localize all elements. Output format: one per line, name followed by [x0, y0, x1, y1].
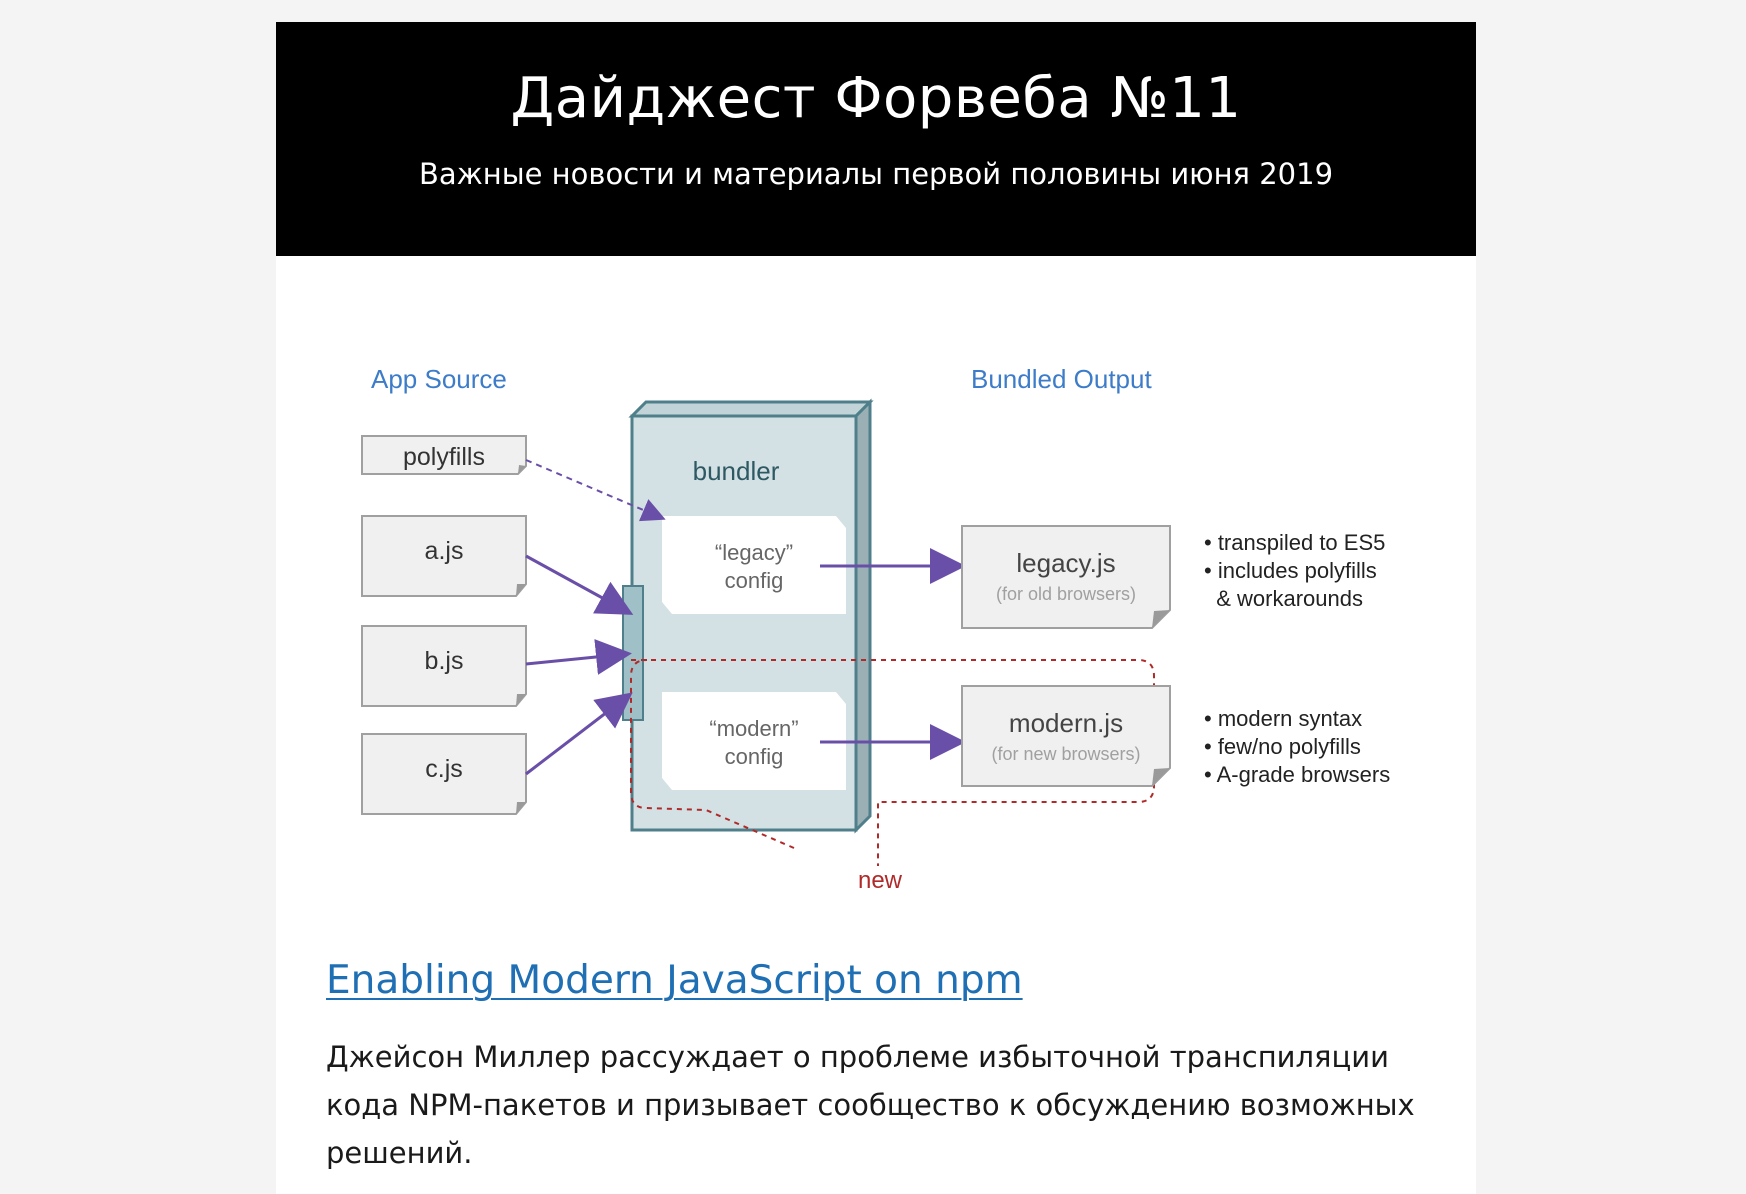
modern-output-note: (for new browsers)	[991, 744, 1140, 764]
new-label: new	[858, 867, 903, 894]
digest-title: Дайджест Форвеба №11	[510, 66, 1242, 131]
legacy-note-item: • includes polyfills	[1204, 558, 1377, 583]
article-link[interactable]: Enabling Modern JavaScript on npm	[326, 958, 1023, 1003]
input-file-polyfills: polyfills	[361, 435, 527, 475]
app-source-label: App Source	[371, 364, 507, 394]
bundler-label: bundler	[693, 456, 780, 486]
digest-subtitle: Важные новости и материалы первой полови…	[418, 157, 1334, 191]
modern-output-name: modern.js	[1009, 708, 1123, 738]
input-file-b: b.js	[361, 625, 527, 707]
modern-output-file: modern.js (for new browsers)	[961, 685, 1171, 787]
legacy-output-note: (for old browsers)	[996, 584, 1136, 604]
modern-note-item: • A-grade browsers	[1204, 762, 1390, 787]
legacy-config-line-1: “legacy”	[715, 540, 793, 565]
bundler-diagram: App Source Bundled Output polyfills a.js…	[361, 364, 1390, 894]
bundler-input-port	[622, 585, 644, 721]
legacy-note-item: • transpiled to ES5	[1204, 530, 1385, 555]
modern-config-box: “modern” config	[662, 692, 846, 790]
legacy-output-file: legacy.js (for old browsers)	[961, 525, 1171, 629]
a-js-arrow	[525, 554, 634, 615]
polyfills-dashed-arrow	[525, 459, 666, 522]
new-region-outline	[630, 659, 1155, 866]
legacy-note-item: & workarounds	[1204, 586, 1363, 611]
input-file-label: b.js	[425, 647, 464, 675]
modern-config-line-2: config	[725, 744, 784, 769]
input-file-label: a.js	[425, 537, 464, 565]
input-file-label: polyfills	[403, 443, 485, 471]
digest-header: Дайджест Форвеба №11 Важные новости и ма…	[276, 22, 1476, 256]
article-entry: Enabling Modern JavaScript on npm Джейсо…	[326, 936, 1426, 1177]
legacy-config-line-2: config	[725, 568, 784, 593]
digest-card: Дайджест Форвеба №11 Важные новости и ма…	[276, 22, 1476, 1194]
input-file-a: a.js	[361, 515, 527, 597]
modern-notes: • modern syntax • few/no polyfills • A-g…	[1204, 706, 1390, 787]
legacy-notes: • transpiled to ES5 • includes polyfills…	[1204, 530, 1385, 611]
input-file-c: c.js	[361, 733, 527, 815]
b-js-arrow	[525, 639, 632, 675]
modern-note-item: • few/no polyfills	[1204, 734, 1361, 759]
legacy-output-name: legacy.js	[1016, 548, 1115, 578]
legacy-config-box: “legacy” config	[662, 516, 846, 614]
modern-config-line-1: “modern”	[709, 716, 798, 741]
article-illustration: App Source Bundled Output polyfills a.js…	[276, 256, 1476, 936]
article-description: Джейсон Миллер рассуждает о проблеме изб…	[326, 1040, 1415, 1170]
bundled-output-label: Bundled Output	[971, 364, 1152, 394]
input-file-label: c.js	[425, 755, 463, 783]
c-js-arrow	[525, 692, 633, 776]
modern-note-item: • modern syntax	[1204, 706, 1362, 731]
